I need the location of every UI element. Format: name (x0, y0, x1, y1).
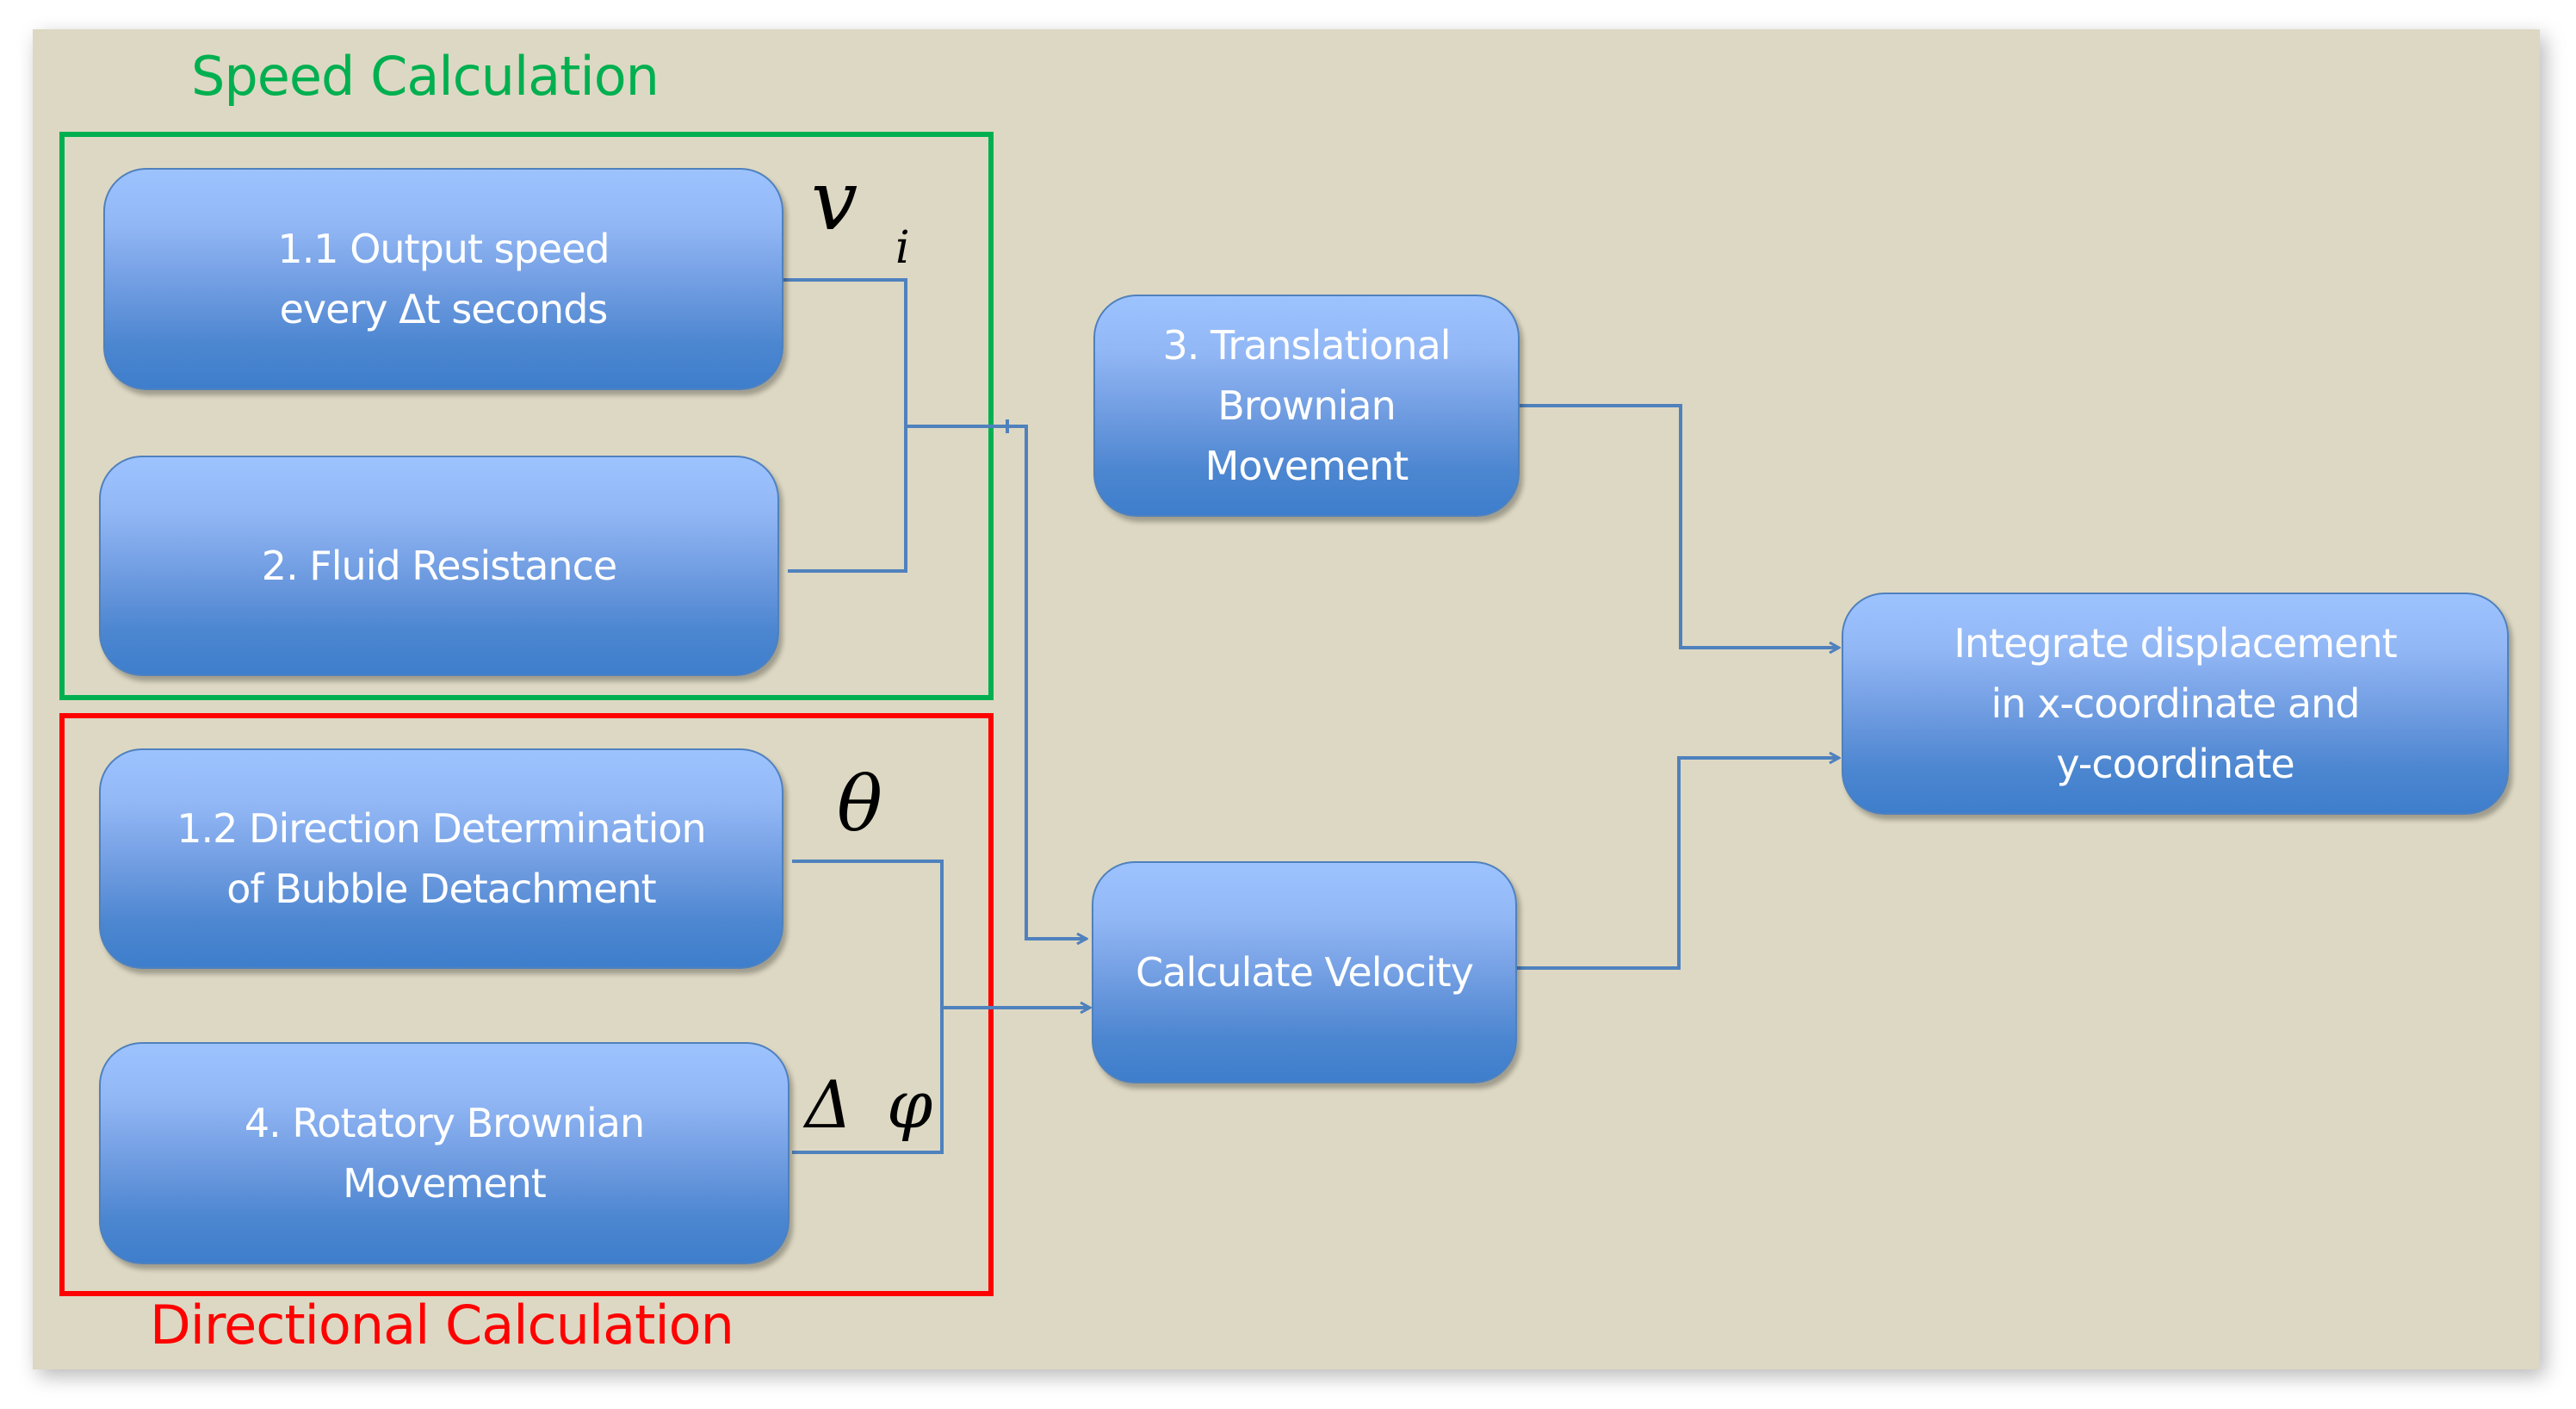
symbol-delta-phi: Δ φ (805, 1066, 940, 1143)
connector-speed-to-velocity (906, 425, 1087, 939)
node-calculate-velocity[interactable]: Calculate Velocity (1092, 861, 1517, 1083)
symbol-speed-v: v (811, 152, 858, 249)
connector-translational-to-integrate (1520, 404, 1839, 648)
node-integrate-displacement[interactable]: Integrate displacement in x-coordinate a… (1842, 593, 2509, 815)
node-translational-brownian[interactable]: 3. Translational Brownian Movement (1093, 295, 1520, 517)
connector-output-speed (783, 278, 907, 573)
directional-calculation-group (59, 713, 994, 1296)
speed-calculation-group (59, 132, 994, 700)
symbol-theta: θ (837, 760, 882, 848)
node-output-speed[interactable]: 1.1 Output speed every Δt seconds (103, 168, 783, 390)
node-rotatory-brownian[interactable]: 4. Rotatory Brownian Movement (99, 1042, 790, 1264)
connector-velocity-to-integrate (1517, 758, 1839, 970)
speed-calculation-title: Speed Calculation (191, 45, 659, 108)
symbol-speed-subscript-i: i (895, 222, 910, 274)
node-direction-determination[interactable]: 1.2 Direction Determination of Bubble De… (99, 748, 783, 969)
node-fluid-resistance[interactable]: 2. Fluid Resistance (99, 456, 779, 676)
directional-calculation-title: Directional Calculation (150, 1294, 734, 1356)
